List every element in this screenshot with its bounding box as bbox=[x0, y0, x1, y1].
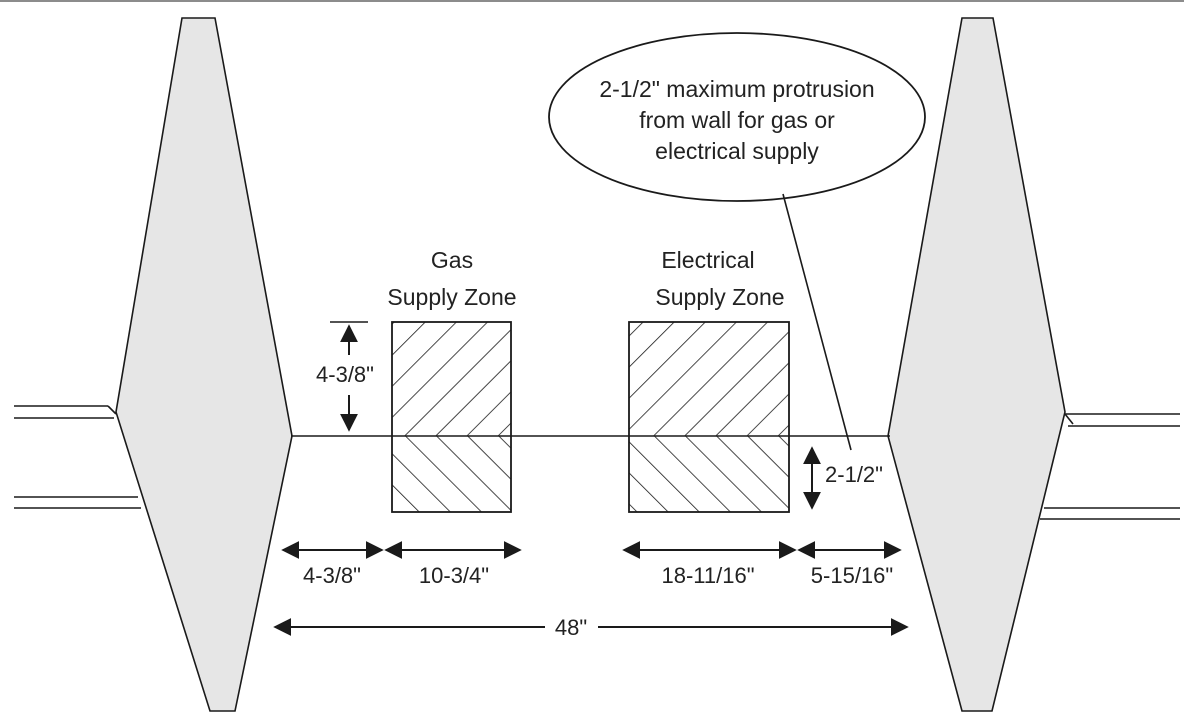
left-offset-label: 4-3/8" bbox=[303, 563, 361, 588]
callout-text-line1: 2-1/2" maximum protrusion bbox=[599, 76, 874, 102]
gas-zone-label-line1: Gas bbox=[431, 247, 473, 273]
gas-width-label: 10-3/4" bbox=[419, 563, 489, 588]
left-stud bbox=[115, 17, 293, 712]
protrusion-label: 2-1/2" bbox=[825, 462, 883, 487]
electrical-zone-label-line2: Supply Zone bbox=[655, 284, 784, 310]
callout-text-line3: electrical supply bbox=[655, 138, 819, 164]
callout-text-line2: from wall for gas or bbox=[639, 107, 835, 133]
electrical-supply-zone-box bbox=[628, 321, 790, 513]
right-offset-label: 5-15/16" bbox=[811, 563, 893, 588]
right-rails bbox=[1040, 413, 1180, 520]
gas-height-label: 4-3/8" bbox=[316, 362, 374, 387]
gas-zone-label-line2: Supply Zone bbox=[387, 284, 516, 310]
callout-bubble bbox=[548, 32, 926, 202]
electrical-zone-label-line1: Electrical bbox=[661, 247, 754, 273]
left-rails bbox=[14, 405, 141, 509]
total-width-label: 48" bbox=[555, 615, 587, 640]
electrical-width-label: 18-11/16" bbox=[661, 563, 754, 588]
gas-supply-zone-box bbox=[391, 321, 512, 513]
callout-leader-line bbox=[782, 193, 852, 451]
